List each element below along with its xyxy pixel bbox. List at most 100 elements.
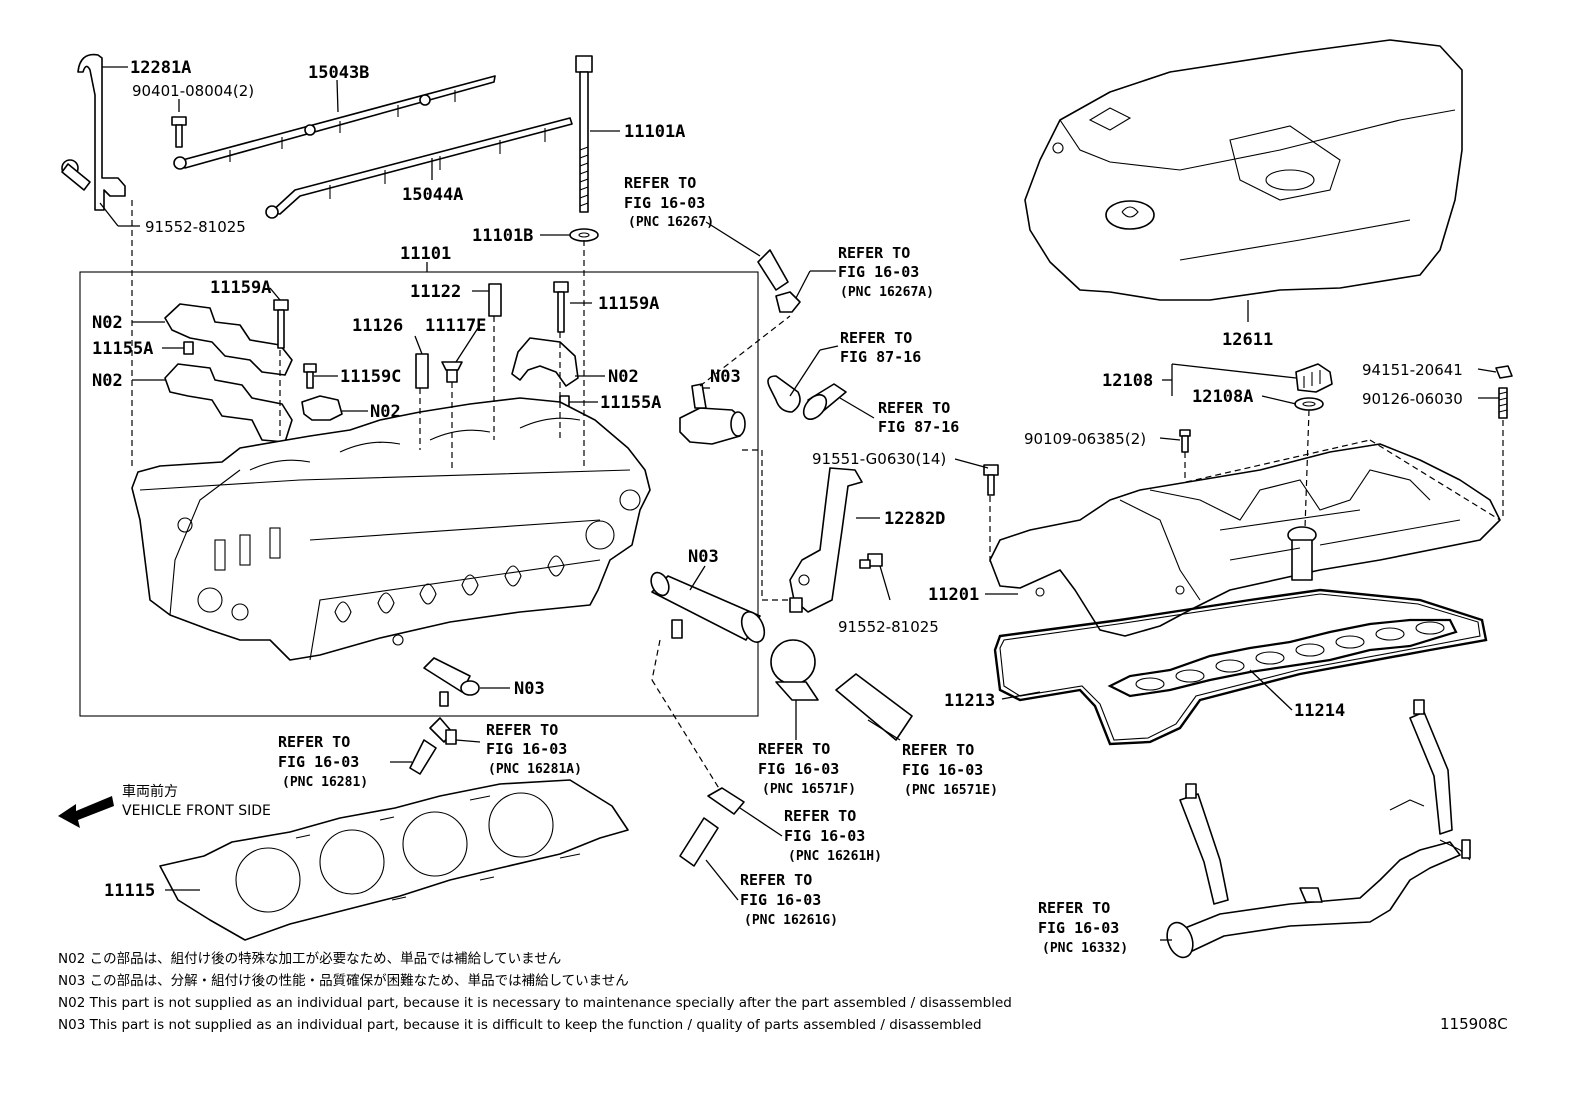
stud-90109 [1179, 429, 1191, 453]
note-line-4: N03 This part is not supplied as an indi… [58, 1017, 982, 1033]
svg-text:FIG 16-03: FIG 16-03 [838, 263, 919, 281]
pipe-11126 [415, 353, 429, 389]
label-15044A: 15044A [402, 185, 463, 205]
vehicle-front-label-en: VEHICLE FRONT SIDE [122, 803, 271, 819]
svg-text:FIG 87-16: FIG 87-16 [840, 348, 921, 366]
label-11159A-right: 11159A [598, 294, 659, 314]
svg-text:FIG 16-03: FIG 16-03 [758, 760, 839, 778]
label-94151: 94151-20641 [1362, 361, 1463, 379]
stud-91552 [859, 553, 883, 569]
svg-text:FIG 16-03: FIG 16-03 [624, 194, 705, 212]
water-pipe-16332 [1166, 699, 1471, 959]
cylinder-head-group-box [79, 271, 759, 717]
bearing-cap-N02-right [511, 337, 579, 387]
nut-94151 [1495, 365, 1513, 379]
hose-16267 [757, 249, 789, 291]
svg-text:FIG 16-03: FIG 16-03 [278, 753, 359, 771]
head-bolt-11101A [575, 55, 593, 213]
harness-protector-15044A [265, 117, 573, 219]
bolt-90401 [171, 116, 187, 148]
svg-text:(PNC 16261G): (PNC 16261G) [744, 913, 838, 928]
label-11155A-right: 11155A [600, 393, 661, 413]
svg-text:(PNC 16281A): (PNC 16281A) [488, 762, 582, 777]
label-12282D: 12282D [884, 509, 945, 529]
water-bypass-N03-lower [650, 571, 766, 643]
label-90401: 90401-08004(2) [132, 82, 254, 100]
label-11122: 11122 [410, 282, 461, 302]
svg-text:(PNC 16261H): (PNC 16261H) [788, 849, 882, 864]
svg-text:REFER TO: REFER TO [740, 871, 812, 889]
label-N03-upper: N03 [710, 367, 741, 387]
label-11159C: 11159C [340, 367, 401, 387]
refer-16281: REFER TO FIG 16-03 (PNC 16281) [278, 733, 368, 790]
hose-16281 [409, 739, 437, 775]
refer-16332: REFER TO FIG 16-03 (PNC 16332) [1038, 899, 1128, 956]
pin-11122 [488, 283, 502, 317]
label-11101: 11101 [400, 244, 451, 264]
label-12108A: 12108A [1192, 387, 1253, 407]
refer-87-16-b: REFER TO FIG 87-16 [878, 399, 959, 436]
label-11126: 11126 [352, 316, 403, 336]
stud-90126 [1498, 387, 1508, 419]
label-12108: 12108 [1102, 371, 1153, 391]
bracket-12282D [789, 467, 863, 613]
hose-16261G [679, 817, 719, 867]
label-91552-left: 91552-81025 [145, 218, 246, 236]
cylinder-head-11101 [131, 397, 651, 661]
label-11213: 11213 [944, 691, 995, 711]
label-11101B: 11101B [472, 226, 533, 246]
refer-16261H: REFER TO FIG 16-03 (PNC 16261H) [784, 807, 882, 864]
note-line-3: N02 This part is not supplied as an indi… [58, 995, 1012, 1011]
label-11115: 11115 [104, 881, 155, 901]
gasket-12108A [1294, 397, 1324, 411]
bolt-91551 [983, 464, 999, 496]
svg-text:FIG 16-03: FIG 16-03 [902, 761, 983, 779]
svg-text:REFER TO: REFER TO [758, 740, 830, 758]
bolt-11159A [273, 281, 569, 349]
note-line-2: N03 この部品は、分解・組付け後の性能・品質確保が困難なため、単品では補給して… [58, 973, 629, 989]
label-11159A-left: 11159A [210, 278, 271, 298]
washer-11101B [569, 228, 599, 242]
svg-text:FIG 16-03: FIG 16-03 [784, 827, 865, 845]
svg-text:(PNC 16281): (PNC 16281) [282, 775, 368, 790]
head-cover-gasket-11213 [993, 588, 1488, 746]
label-91552-right: 91552-81025 [838, 618, 939, 636]
refer-16571F: REFER TO FIG 16-03 (PNC 16571F) [758, 740, 856, 797]
svg-text:(PNC 16267A): (PNC 16267A) [840, 285, 934, 300]
refer-16281A: REFER TO FIG 16-03 (PNC 16281A) [486, 721, 582, 777]
clamp-87-16 [767, 375, 801, 413]
svg-text:(PNC 16332): (PNC 16332) [1042, 941, 1128, 956]
label-N02-mid: N02 [92, 371, 123, 391]
label-90109: 90109-06385(2) [1024, 430, 1146, 448]
svg-text:FIG 87-16: FIG 87-16 [878, 418, 959, 436]
refer-16261G: REFER TO FIG 16-03 (PNC 16261G) [740, 871, 838, 928]
refer-16267: REFER TO FIG 16-03 (PNC 16267) [624, 174, 714, 230]
svg-text:REFER TO: REFER TO [902, 741, 974, 759]
label-11117E: 11117E [425, 316, 486, 336]
oil-filler-cap-12108 [1295, 363, 1333, 393]
label-91551: 91551-G0630(14) [812, 450, 946, 468]
svg-text:REFER TO: REFER TO [878, 399, 950, 417]
note-line-1: N02 この部品は、組付け後の特殊な加工が必要なため、単品では補給していません [58, 951, 561, 967]
engine-hanger-bracket-12281A [61, 53, 126, 211]
label-12611: 12611 [1222, 330, 1273, 350]
label-11201: 11201 [928, 585, 979, 605]
refer-16267A: REFER TO FIG 16-03 (PNC 16267A) [838, 244, 934, 300]
label-12281A: 12281A [130, 58, 191, 78]
label-11101A: 11101A [624, 122, 685, 142]
label-11155A-left: 11155A [92, 339, 153, 359]
svg-text:REFER TO: REFER TO [486, 721, 558, 739]
plug-11117E [441, 361, 463, 383]
svg-text:(PNC 16571F): (PNC 16571F) [762, 782, 856, 797]
refer-87-16-a: REFER TO FIG 87-16 [840, 329, 921, 366]
svg-text:REFER TO: REFER TO [838, 244, 910, 262]
svg-text:(PNC 16571E): (PNC 16571E) [904, 783, 998, 798]
hose-16281A [429, 717, 457, 745]
svg-text:REFER TO: REFER TO [278, 733, 350, 751]
clip-16267A [775, 291, 801, 313]
svg-text:REFER TO: REFER TO [1038, 899, 1110, 917]
svg-text:REFER TO: REFER TO [784, 807, 856, 825]
label-11214: 11214 [1294, 701, 1345, 721]
